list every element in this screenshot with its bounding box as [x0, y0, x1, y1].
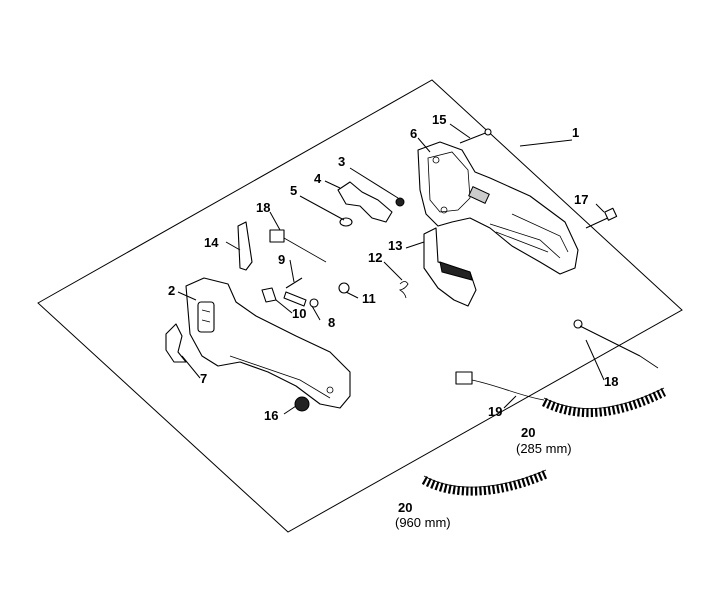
trigger-part-13: [423, 227, 477, 307]
callout-3: 3: [338, 154, 345, 169]
knob-part-16: [294, 396, 310, 412]
callout-10: 10: [292, 306, 306, 321]
nut-part-8: [309, 298, 319, 308]
coiled-cord-960mm: [421, 469, 548, 496]
connector-part-18-upper: [269, 229, 327, 263]
callout-2: 2: [168, 283, 175, 298]
callout-4: 4: [314, 171, 322, 186]
callout-20-960mm: 20: [398, 500, 412, 515]
leader-lines: [177, 123, 605, 415]
callout-1: 1: [572, 125, 579, 140]
screw-part-15: [459, 128, 492, 144]
callout-20-285mm-length: (285 mm): [516, 441, 572, 456]
screw-part-17: [585, 207, 618, 229]
callout-15: 15: [432, 112, 446, 127]
switch-lever-part-4: [337, 181, 405, 223]
callout-18-lower: 18: [604, 374, 618, 389]
housing-half-right: [417, 141, 579, 275]
callout-17: 17: [574, 192, 588, 207]
callout-11: 11: [362, 291, 376, 306]
clip-part-10: [261, 287, 307, 307]
callout-9: 9: [278, 252, 285, 267]
spring-part-12: [398, 281, 409, 299]
assembly-plane: [37, 79, 683, 533]
housing-half-left: [185, 277, 351, 409]
cable-part-19: [455, 371, 545, 401]
bracket-part-14: [237, 221, 253, 271]
screw-part-9: [285, 277, 303, 289]
probe-part-18-lower: [573, 319, 659, 369]
callout-19: 19: [488, 404, 502, 419]
callout-18-upper: 18: [256, 200, 270, 215]
callout-20-285mm: 20: [521, 425, 535, 440]
callout-8: 8: [328, 315, 335, 330]
callout-5: 5: [290, 183, 297, 198]
coiled-cord-285mm: [541, 387, 667, 418]
callout-16: 16: [264, 408, 278, 423]
callout-7: 7: [200, 371, 207, 386]
callout-14: 14: [204, 235, 219, 250]
callout-20-960mm-length: (960 mm): [395, 515, 451, 530]
callout-6: 6: [410, 126, 417, 141]
callout-12: 12: [368, 250, 382, 265]
lever-part-7: [165, 323, 187, 363]
callout-13: 13: [388, 238, 402, 253]
nut-part-11: [338, 282, 350, 294]
